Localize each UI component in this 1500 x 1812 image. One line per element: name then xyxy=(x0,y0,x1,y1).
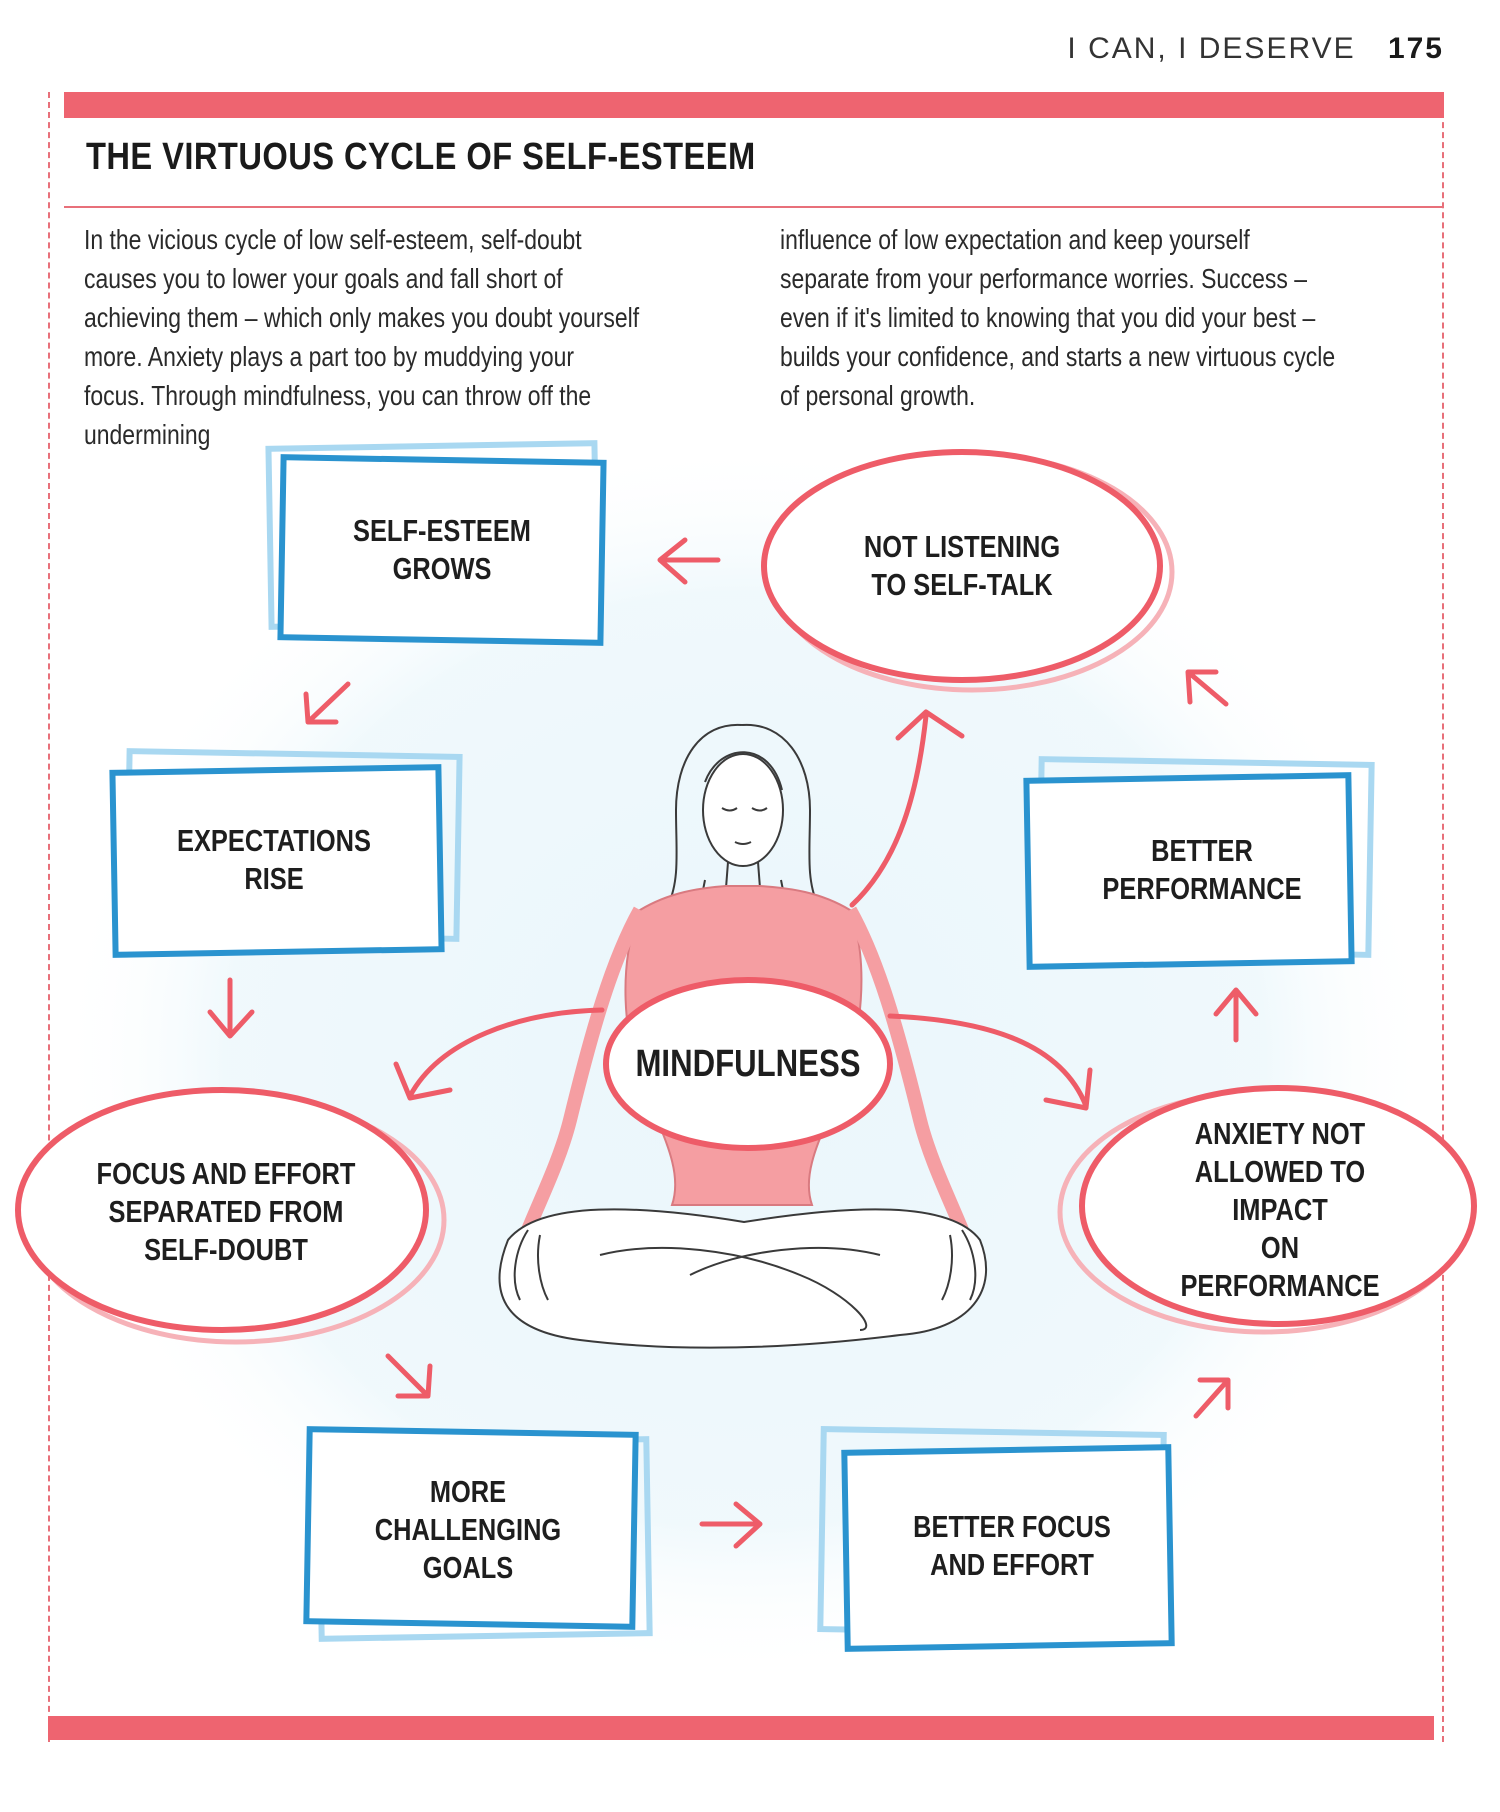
cycle-arrows xyxy=(207,537,1259,1549)
ellipse-not-listening xyxy=(761,449,1175,693)
arrow-to-anxiety-not-allowed xyxy=(1193,1377,1231,1419)
arrow-to-expectations-rise xyxy=(303,681,351,725)
running-head: I CAN, I DESERVE 175 xyxy=(1067,32,1444,66)
figure-arm-left xyxy=(521,906,647,1233)
box-more-challenging-goals xyxy=(303,1426,653,1642)
panel-frame xyxy=(48,92,1444,1742)
arrow-to-better-performance xyxy=(1213,987,1259,1043)
ellipse-mindfulness xyxy=(603,977,893,1151)
arrow-to-self-esteem-grows xyxy=(657,537,721,585)
figure-hand-left xyxy=(513,1229,549,1301)
box-expectations-rise xyxy=(109,748,463,958)
node-mindfulness: MINDFULNESS xyxy=(635,1043,861,1085)
node-better-performance: BETTER PERFORMANCE xyxy=(1102,833,1302,906)
mindfulness-arrows xyxy=(393,709,1093,1111)
figure-legs xyxy=(498,1208,988,1349)
figure-hair xyxy=(666,723,820,906)
mindfulness-arrow-left xyxy=(393,1007,605,1101)
intro-text-column-2: influence of low expectation and keep yo… xyxy=(780,224,1336,411)
node-anxiety-not-allowed: ANXIETY NOT ALLOWED TO IMPACT ON PERFORM… xyxy=(1180,1116,1380,1303)
figure-crossed-legs xyxy=(599,1246,881,1331)
node-not-listening: NOT LISTENING TO SELF-TALK xyxy=(863,529,1061,602)
figure-neck xyxy=(725,861,761,889)
section-title: I CAN, I DESERVE xyxy=(1067,32,1356,65)
arrow-to-more-challenging-goals xyxy=(385,1353,433,1399)
node-focus-effort-separated: FOCUS AND EFFORT SEPARATED FROM SELF-DOU… xyxy=(96,1156,356,1267)
figure-hand-right xyxy=(941,1229,977,1301)
box-better-focus-effort xyxy=(817,1425,1175,1652)
ellipse-focus-effort-separated xyxy=(15,1087,447,1345)
arrow-to-not-listening xyxy=(1185,669,1229,707)
box-better-performance xyxy=(1023,756,1375,970)
mindfulness-arrow-right xyxy=(887,1013,1093,1111)
node-expectations-rise: EXPECTATIONS RISE xyxy=(177,823,371,896)
node-better-focus-effort: BETTER FOCUS AND EFFORT xyxy=(913,1509,1111,1582)
figure-mouth xyxy=(734,841,752,845)
figure-hair-fringe xyxy=(704,751,783,791)
mindfulness-arrow-up xyxy=(849,709,965,908)
page-number: 175 xyxy=(1387,32,1444,65)
arrow-to-focus-effort xyxy=(207,977,255,1039)
arrow-to-better-focus-effort xyxy=(699,1501,763,1549)
node-self-esteem-grows: SELF-ESTEEM GROWS xyxy=(353,513,531,586)
ellipse-anxiety-not-allowed xyxy=(1057,1085,1477,1335)
title-divider xyxy=(64,206,1444,208)
box-self-esteem-grows xyxy=(265,440,607,646)
node-more-challenging-goals: MORE CHALLENGING GOALS xyxy=(374,1474,562,1585)
panel-top-bar xyxy=(64,92,1444,118)
intro-text-column-1: In the vicious cycle of low self-esteem,… xyxy=(84,224,640,450)
figure-face xyxy=(702,753,784,867)
figure-eyes xyxy=(721,807,768,812)
panel-title: THE VIRTUOUS CYCLE OF SELF-ESTEEM xyxy=(86,136,756,178)
figure-arm-right xyxy=(843,906,969,1233)
panel-bottom-bar xyxy=(48,1716,1434,1740)
